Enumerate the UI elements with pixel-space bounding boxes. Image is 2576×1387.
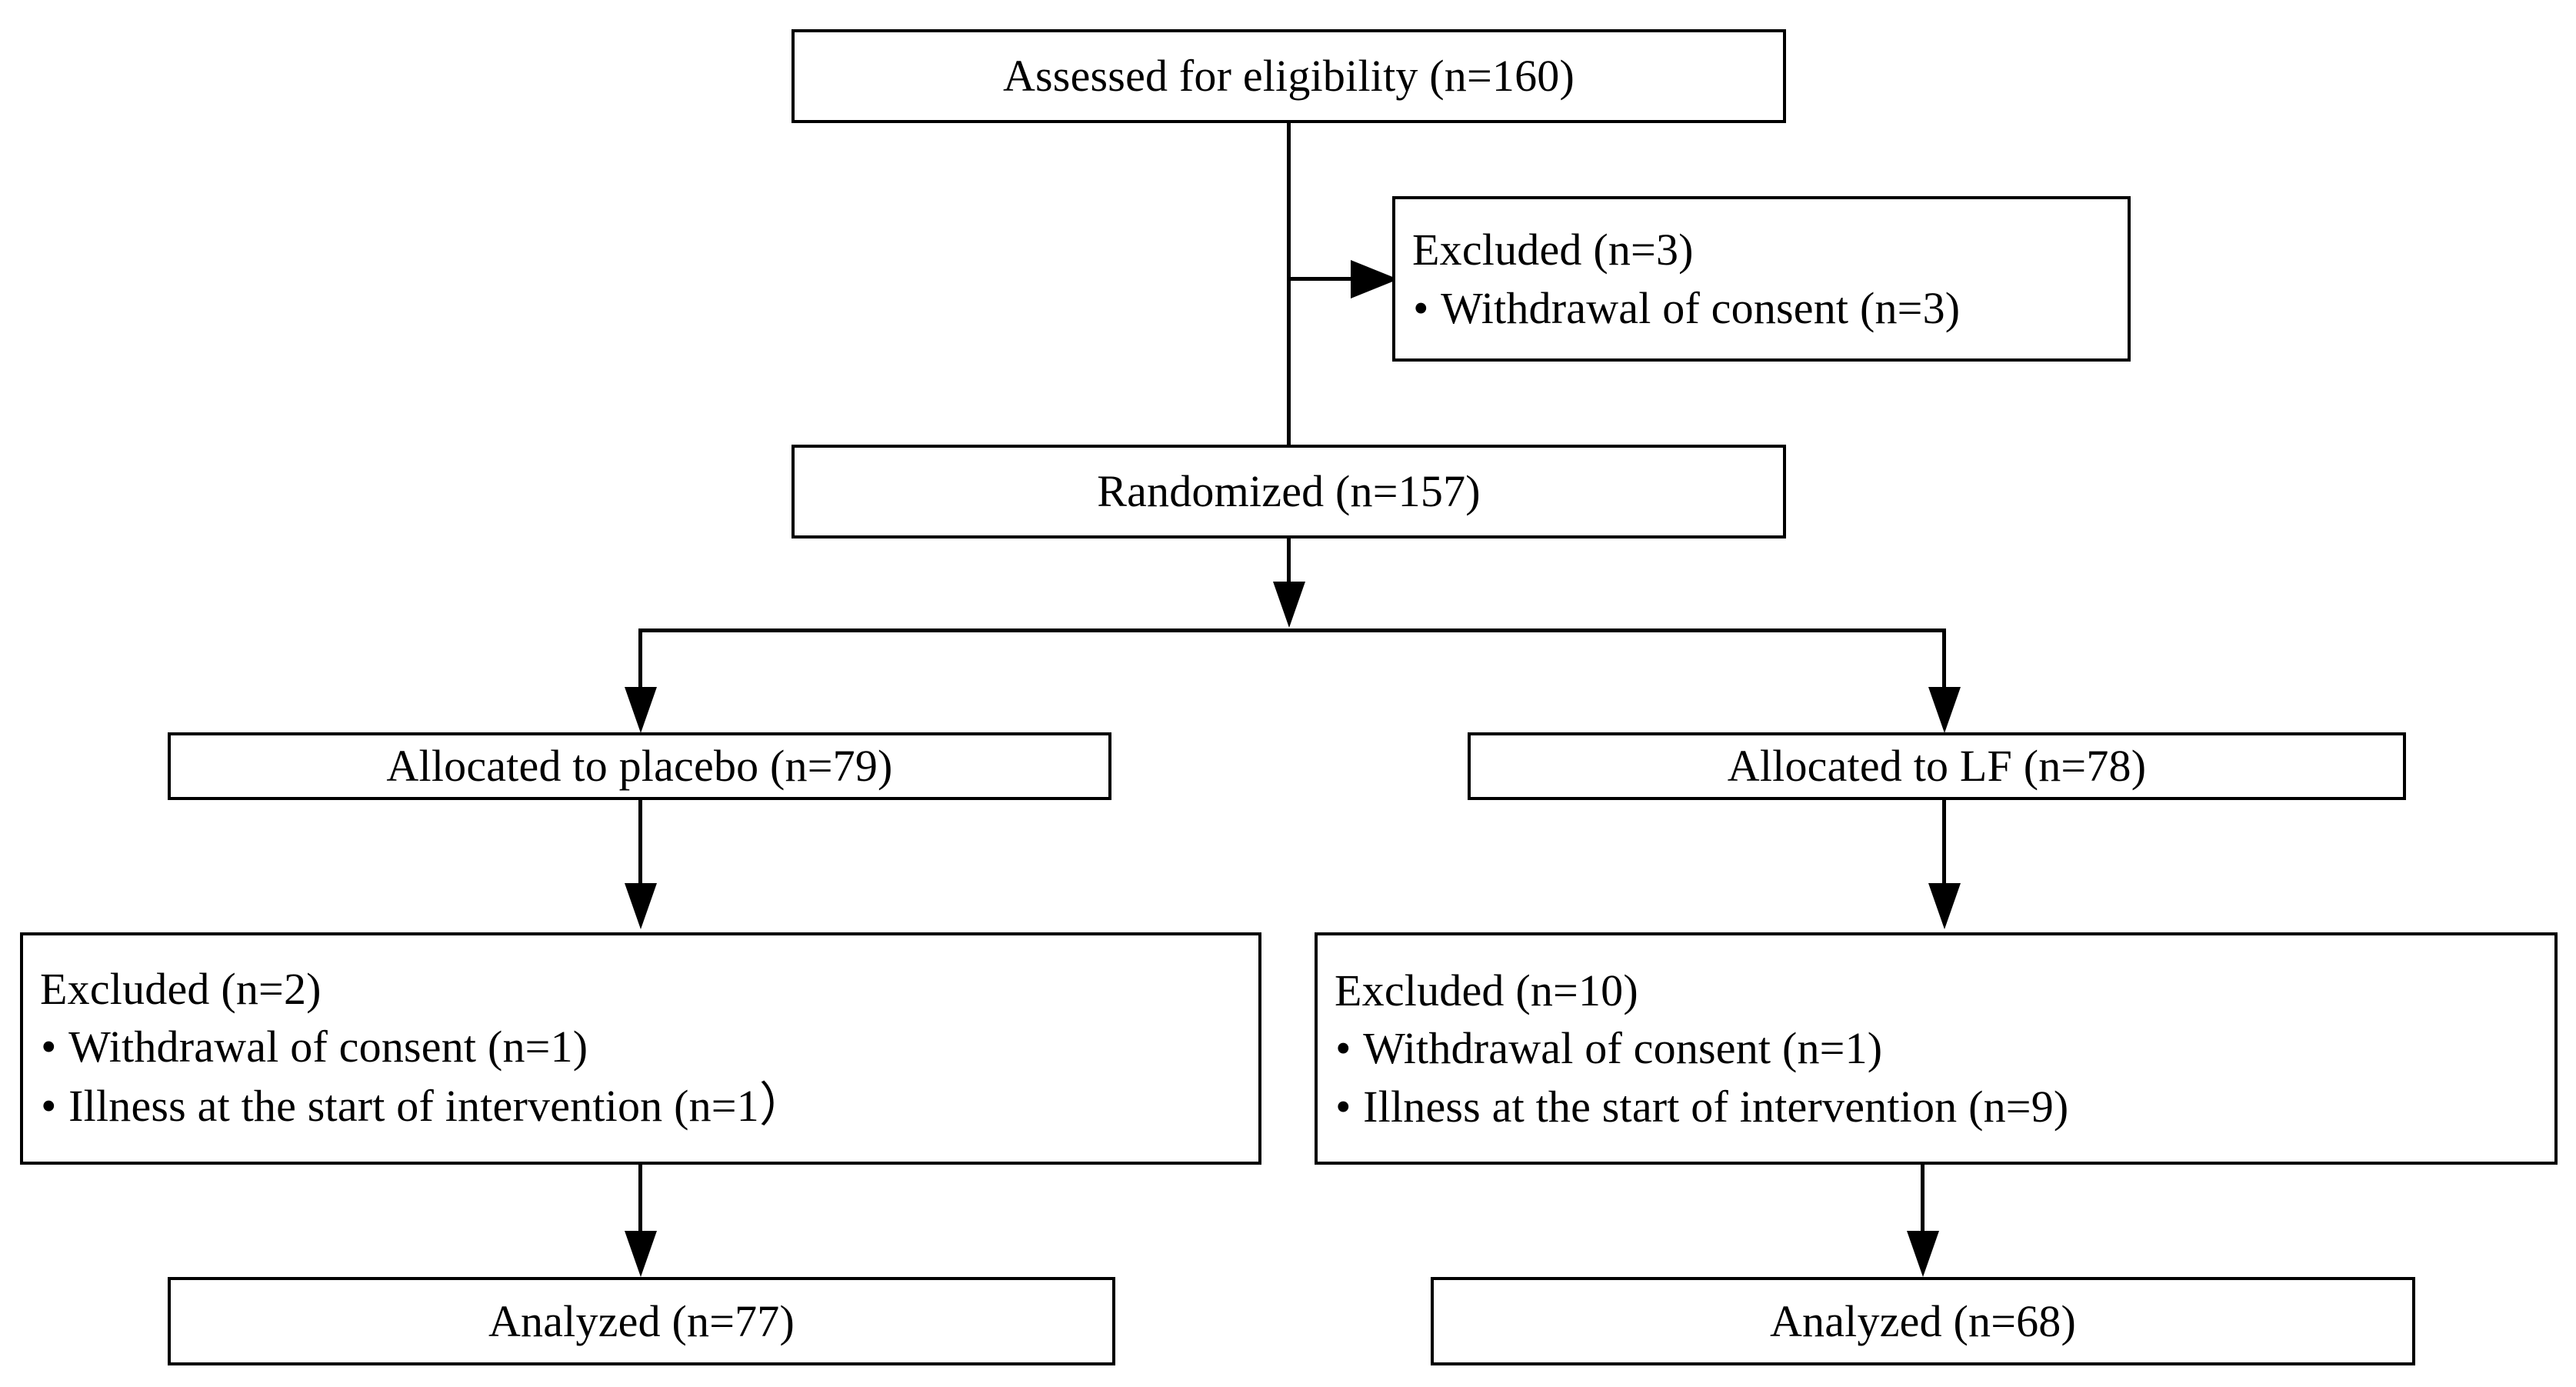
allocated-placebo-label: Allocated to placebo (n=79) — [386, 741, 893, 792]
excluded-placebo-reason-1-paren: ） — [758, 1079, 806, 1132]
connector-split-left-arrowhead — [625, 687, 657, 733]
node-randomized: Randomized (n=157) — [791, 445, 1786, 538]
connector-placebo-excluded-to-analyzed-arrowhead — [625, 1231, 657, 1277]
connector-assessed-to-excluded-line — [1287, 277, 1356, 281]
connector-split-right-arrowhead — [1928, 687, 1961, 733]
connector-randomized-split-bar — [638, 628, 1946, 632]
connector-placebo-to-excluded-arrowhead — [625, 883, 657, 929]
excluded-placebo-reason-1: Illness at the start of intervention (n=… — [40, 1075, 806, 1137]
connector-split-left-line — [638, 628, 642, 691]
node-allocated-placebo: Allocated to placebo (n=79) — [168, 732, 1111, 800]
analyzed-placebo-label: Analyzed (n=77) — [488, 1295, 795, 1346]
excluded-lf-reason-1: Illness at the start of intervention (n=… — [1335, 1078, 2068, 1135]
node-excluded-lf: Excluded (n=10) Withdrawal of consent (n… — [1315, 932, 2558, 1165]
connector-randomized-split-arrowhead — [1273, 582, 1305, 628]
connector-lf-excluded-to-analyzed-line — [1921, 1165, 1925, 1234]
node-assessed-for-eligibility: Assessed for eligibility (n=160) — [791, 29, 1786, 123]
node-allocated-lf: Allocated to LF (n=78) — [1468, 732, 2406, 800]
connector-placebo-excluded-to-analyzed-line — [638, 1165, 642, 1234]
excluded-screening-reason-0: Withdrawal of consent (n=3) — [1412, 279, 1960, 337]
connector-split-right-line — [1942, 628, 1946, 691]
excluded-placebo-heading: Excluded (n=2) — [40, 963, 322, 1014]
excluded-screening-heading: Excluded (n=3) — [1412, 225, 1694, 275]
connector-lf-excluded-to-analyzed-arrowhead — [1907, 1231, 1939, 1277]
randomized-label: Randomized (n=157) — [1097, 466, 1481, 517]
excluded-placebo-reason-0: Withdrawal of consent (n=1) — [40, 1018, 588, 1075]
allocated-lf-label: Allocated to LF (n=78) — [1727, 741, 2147, 792]
excluded-lf-heading: Excluded (n=10) — [1335, 965, 1638, 1015]
analyzed-lf-label: Analyzed (n=68) — [1769, 1295, 2077, 1346]
node-analyzed-placebo: Analyzed (n=77) — [168, 1277, 1115, 1365]
connector-randomized-split-stem — [1287, 538, 1291, 583]
node-analyzed-lf: Analyzed (n=68) — [1431, 1277, 2415, 1365]
assessed-label: Assessed for eligibility (n=160) — [1002, 51, 1575, 102]
connector-lf-to-excluded-arrowhead — [1928, 883, 1961, 929]
connector-placebo-to-excluded-line — [638, 800, 642, 885]
node-excluded-screening: Excluded (n=3) Withdrawal of consent (n=… — [1392, 196, 2131, 362]
node-excluded-placebo: Excluded (n=2) Withdrawal of consent (n=… — [20, 932, 1261, 1165]
excluded-lf-reason-0: Withdrawal of consent (n=1) — [1335, 1019, 1882, 1077]
connector-assessed-to-randomized-line — [1287, 123, 1291, 445]
connector-lf-to-excluded-line — [1942, 800, 1946, 885]
excluded-placebo-reason-1-text: Illness at the start of intervention (n=… — [68, 1081, 759, 1132]
connector-assessed-to-excluded-arrowhead — [1351, 260, 1398, 298]
